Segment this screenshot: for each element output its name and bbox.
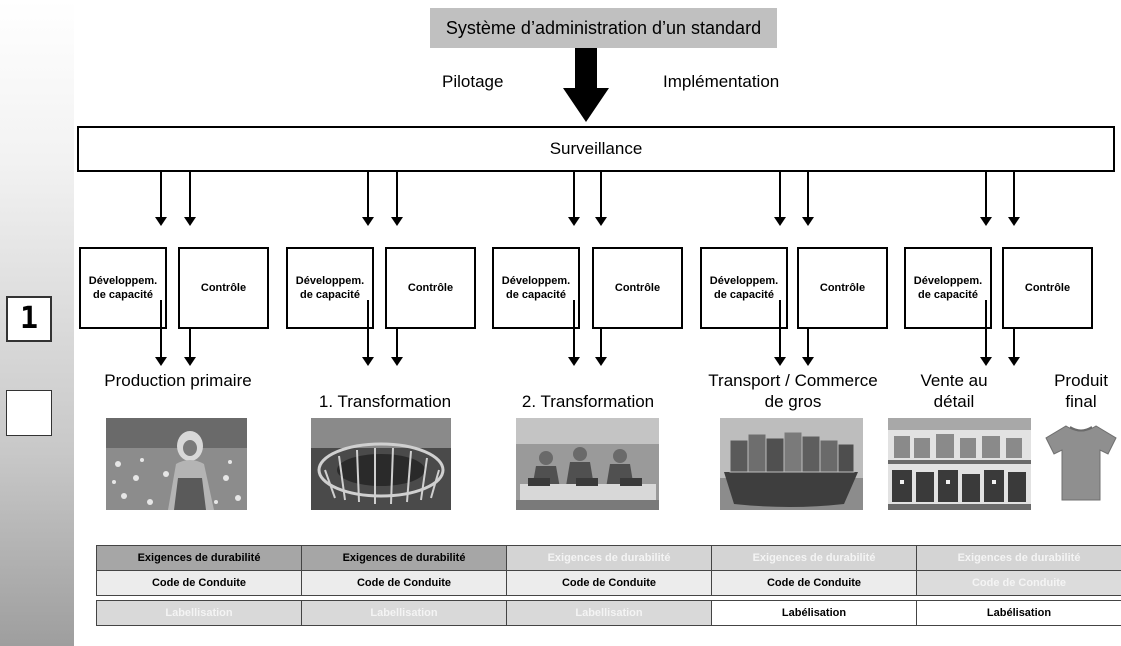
garment-factory-photo (516, 418, 659, 510)
table-cell: Labellisation (96, 600, 302, 626)
control-box: Contrôle (797, 247, 888, 329)
arrow-down-icon (362, 172, 374, 226)
arrow-down-icon (980, 172, 992, 226)
standard-system-box: Système d’administration d’un standard (430, 8, 777, 48)
control-box: Contrôle (592, 247, 683, 329)
arrow-down-icon (1008, 329, 1020, 366)
arrow-down-icon (802, 329, 814, 366)
table-cell: Exigences de durabilité (96, 545, 302, 571)
arrow-down-icon (568, 300, 580, 366)
pilotage-label: Pilotage (442, 72, 504, 91)
table-cell: Labélisation (711, 600, 917, 626)
arrow-down-icon (980, 300, 992, 366)
table-cell: Labellisation (301, 600, 507, 626)
table-cell: Exigences de durabilité (916, 545, 1121, 571)
stage-label: Production primaire (104, 371, 252, 390)
table-cell: Code de Conduite (506, 570, 712, 596)
arrow-down-icon (391, 172, 403, 226)
stage-label: Vente au détail (920, 371, 988, 411)
stage-label: Transport / Commerce de gros (708, 371, 878, 411)
control-box: Contrôle (1002, 247, 1093, 329)
stage-label: 1. Transformation (318, 392, 452, 411)
table-cell: Code de Conduite (301, 570, 507, 596)
cotton-field-photo (106, 418, 247, 510)
table-cell: Exigences de durabilité (711, 545, 917, 571)
table-cell: Code de Conduite (711, 570, 917, 596)
table-cell: Exigences de durabilité (506, 545, 712, 571)
control-box: Contrôle (385, 247, 476, 329)
table-cell: Code de Conduite (916, 570, 1121, 596)
arrow-down-icon (184, 329, 196, 366)
arrow-down-icon (774, 300, 786, 366)
requirements-table: Exigences de durabilité Exigences de dur… (96, 545, 1121, 626)
blank-page-box[interactable] (6, 390, 52, 436)
big-down-arrow-head-icon (563, 88, 609, 122)
spinning-machine-photo (311, 418, 451, 510)
arrow-down-icon (391, 329, 403, 366)
table-cell: Labélisation (916, 600, 1121, 626)
table-row-code-of-conduct: Code de Conduite Code de Conduite Code d… (96, 570, 1121, 596)
table-cell: Code de Conduite (96, 570, 302, 596)
big-down-arrow-icon (575, 48, 597, 88)
table-cell: Labellisation (506, 600, 712, 626)
table-row-labelling: Labellisation Labellisation Labellisatio… (96, 600, 1121, 626)
arrow-down-icon (568, 172, 580, 226)
capacity-development-box: Développem. de capacité (700, 247, 788, 329)
implementation-label: Implémentation (663, 72, 780, 91)
arrow-down-icon (1008, 172, 1020, 226)
arrow-down-icon (155, 172, 167, 226)
stage-label: 2. Transformation (521, 392, 655, 411)
capacity-development-box: Développem. de capacité (79, 247, 167, 329)
arrow-down-icon (155, 300, 167, 366)
control-box: Contrôle (178, 247, 269, 329)
container-ship-photo (720, 418, 863, 510)
arrow-down-icon (802, 172, 814, 226)
t-shirt-photo (1045, 425, 1117, 501)
capacity-development-box: Développem. de capacité (904, 247, 992, 329)
arrow-down-icon (595, 172, 607, 226)
table-cell: Exigences de durabilité (301, 545, 507, 571)
capacity-development-box: Développem. de capacité (492, 247, 580, 329)
arrow-down-icon (184, 172, 196, 226)
table-row-sustainability: Exigences de durabilité Exigences de dur… (96, 545, 1121, 571)
arrow-down-icon (774, 172, 786, 226)
arrow-down-icon (595, 329, 607, 366)
page-number-box[interactable]: 1 (6, 296, 52, 342)
surveillance-bar: Surveillance (77, 126, 1115, 172)
retail-shelves-photo (888, 418, 1031, 510)
arrow-down-icon (362, 300, 374, 366)
final-product-label: Produit final (1054, 371, 1108, 411)
capacity-development-box: Développem. de capacité (286, 247, 374, 329)
